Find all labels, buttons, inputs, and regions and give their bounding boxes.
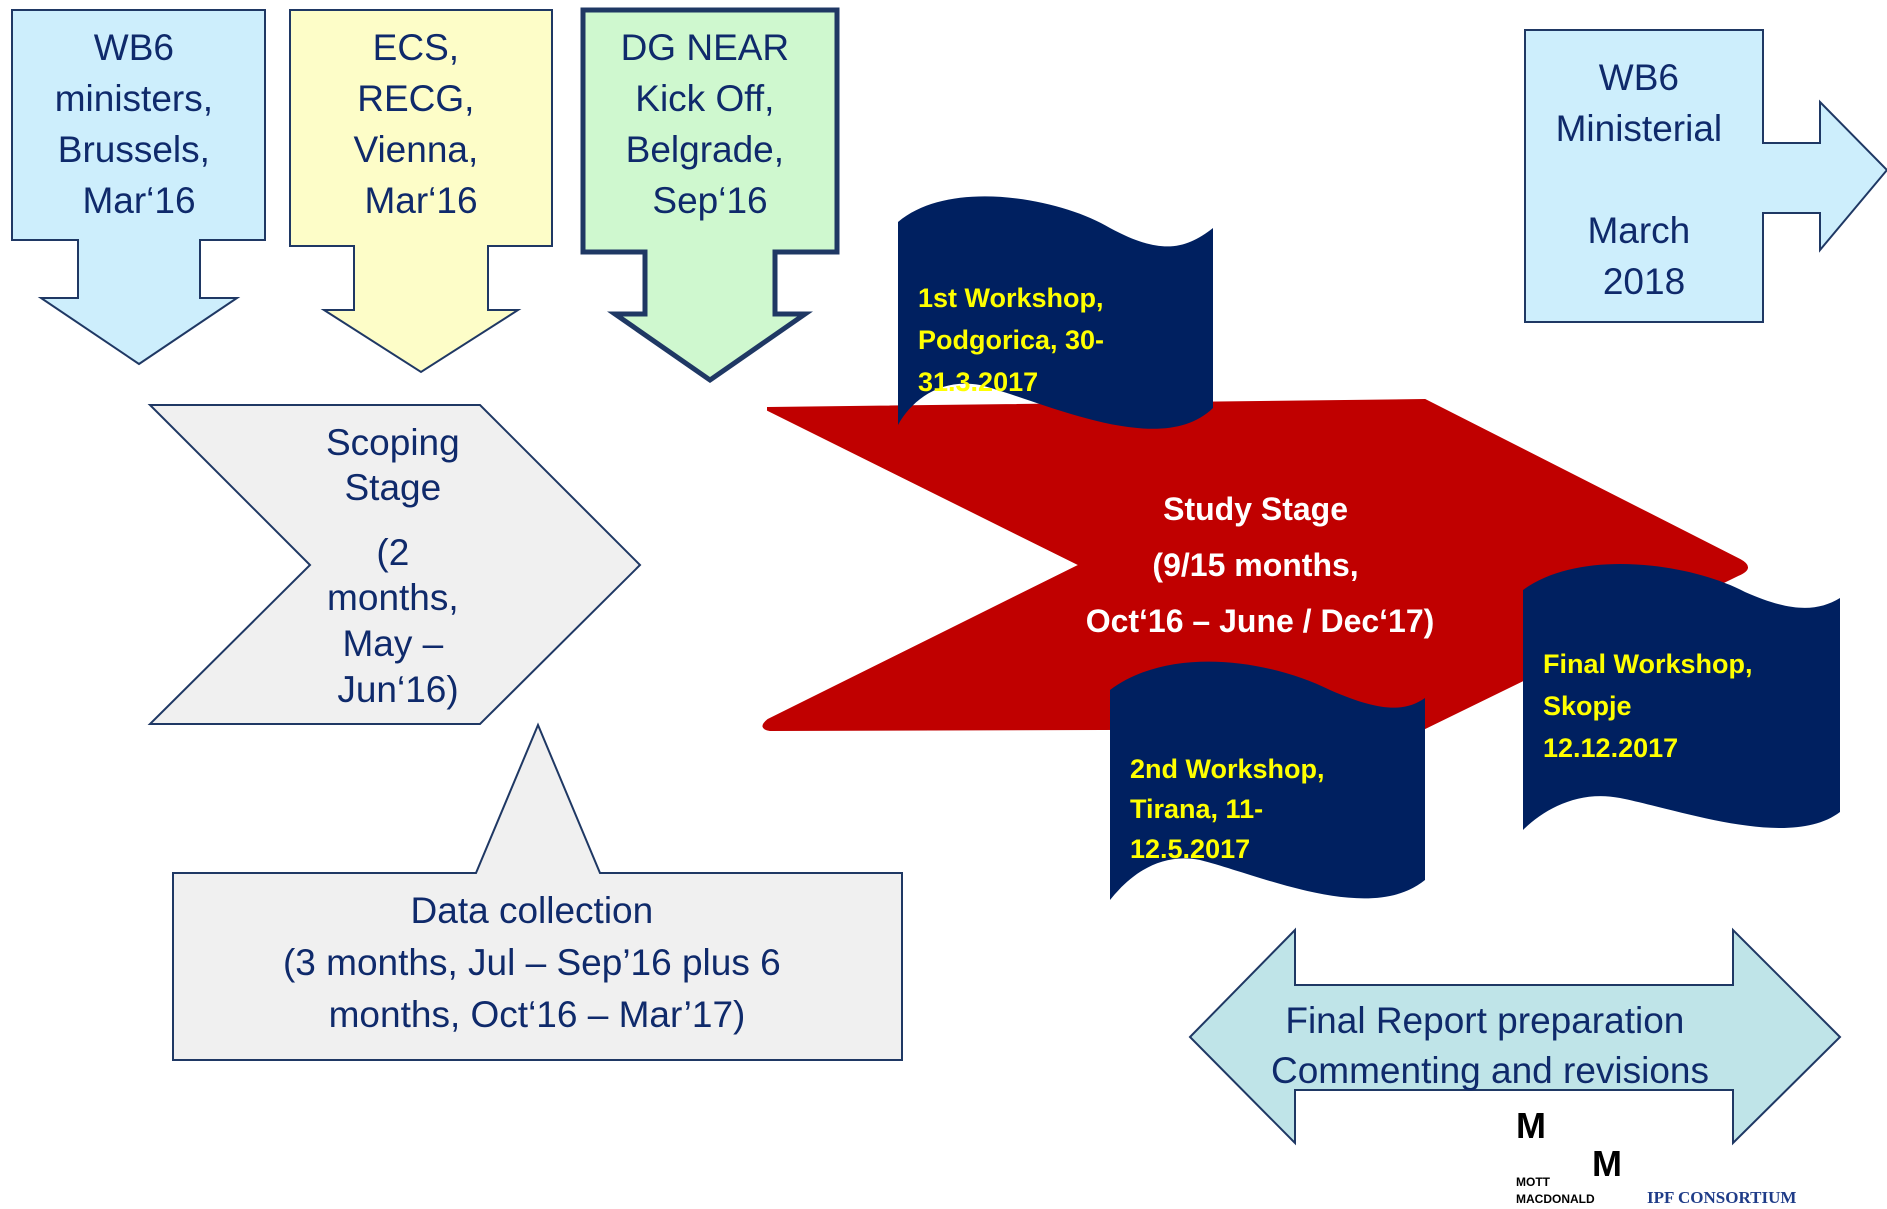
workshop-1-line-3: 31.3.2017	[918, 367, 1038, 397]
input-3-line-3: Belgrade,	[626, 129, 784, 170]
workshop-2-line-3: 12.5.2017	[1130, 834, 1250, 864]
study-line-2: (9/15 months,	[1152, 547, 1358, 583]
study-line-1: Study Stage	[1163, 491, 1348, 527]
workshop-banner-3: Final Workshop, Skopje 12.12.2017	[1523, 564, 1840, 830]
input-1-line-1: WB6	[94, 27, 174, 68]
scoping-stage-chevron: Scoping Stage (2 months, May – Jun‘16)	[147, 404, 642, 725]
workshop-banner-2: 2nd Workshop, Tirana, 11- 12.5.2017	[1110, 661, 1425, 900]
svg-text:2nd Workshop, Tirana, 11: 2nd Workshop, Tirana, 11- 12.5.2017	[1130, 754, 1332, 864]
workshop-banner-1: 1st Workshop, Podgorica, 30- 31.3.2017	[898, 196, 1213, 429]
ipf-consortium-label: IPF CONSORTIUM	[1647, 1188, 1796, 1207]
logo-name-top: MOTT	[1516, 1175, 1551, 1189]
workshop-3-line-1: Final Workshop,	[1543, 649, 1753, 679]
scoping-line-4: months,	[327, 577, 459, 618]
scoping-line-5: May –	[342, 623, 443, 664]
svg-text:DG NEAR Kick Off,: DG NEAR Kick Off, Belgrade, Sep‘16	[621, 27, 800, 221]
input-3-line-1: DG NEAR	[621, 27, 790, 68]
final-report-line-1: Final Report preparation	[1285, 1000, 1684, 1041]
logo-name-bottom: MACDONALD	[1516, 1192, 1595, 1206]
scoping-line-1: Scoping	[326, 422, 460, 463]
svg-text:1st Workshop, Podgorica,: 1st Workshop, Podgorica, 30- 31.3.2017	[918, 283, 1112, 397]
svg-text:Study Stage (9/15 months: Study Stage (9/15 months, Oct‘16 – June …	[1086, 491, 1435, 639]
svg-text:Final Workshop, Skopje: Final Workshop, Skopje 12.12.2017	[1543, 649, 1760, 763]
data-collection-line-2: (3 months, Jul – Sep’16 plus 6	[283, 942, 781, 983]
logo-mark-bottom: M	[1592, 1143, 1622, 1184]
study-line-3: Oct‘16 – June / Dec‘17)	[1086, 603, 1435, 639]
workshop-1-line-1: 1st Workshop,	[918, 283, 1104, 313]
scoping-line-2: Stage	[345, 467, 442, 508]
ministerial-line-5: 2018	[1603, 261, 1685, 302]
input-arrow-dg-near: DG NEAR Kick Off, Belgrade, Sep‘16	[580, 7, 840, 384]
ministerial-line-4: March	[1587, 210, 1690, 251]
ministerial-arrow: WB6 Ministerial March 2018	[1524, 29, 1887, 323]
ministerial-line-1: WB6	[1599, 57, 1679, 98]
workshop-3-line-2: Skopje	[1543, 691, 1632, 721]
input-2-line-3: Vienna,	[353, 129, 478, 170]
input-3-line-4: Sep‘16	[652, 180, 767, 221]
workshop-3-line-3: 12.12.2017	[1543, 733, 1678, 763]
svg-text:WB6 ministers, Bru: WB6 ministers, Brussels, Mar‘16	[55, 27, 224, 221]
final-report-double-arrow: Final Report preparation Commenting and …	[1188, 927, 1842, 1146]
workshop-2-line-1: 2nd Workshop,	[1130, 754, 1325, 784]
workshop-2-line-2: Tirana, 11-	[1130, 794, 1263, 824]
input-3-line-2: Kick Off,	[635, 78, 774, 119]
data-collection-callout: Data collection (3 months, Jul – Sep’16 …	[172, 722, 903, 1061]
scoping-line-3: (2	[376, 532, 409, 573]
data-collection-line-3: months, Oct‘16 – Mar’17)	[329, 994, 746, 1035]
svg-text:Scoping Stage (2: Scoping Stage (2 months, May – Jun‘16)	[326, 422, 470, 710]
svg-text:Final Report preparation: Final Report preparation Commenting and …	[1271, 1000, 1709, 1091]
logo-mark-top: M	[1516, 1105, 1546, 1146]
svg-text:ECS, RECG, Vienna,: ECS, RECG, Vienna, Mar‘16	[353, 27, 488, 221]
input-2-line-4: Mar‘16	[364, 180, 477, 221]
study-stage-shape: Study Stage (9/15 months, Oct‘16 – June …	[762, 398, 1748, 732]
mott-macdonald-logo: M M MOTT MACDONALD	[1516, 1105, 1622, 1206]
input-2-line-1: ECS,	[373, 27, 459, 68]
input-2-line-2: RECG,	[357, 78, 474, 119]
input-1-line-4: Mar‘16	[82, 180, 195, 221]
input-1-line-3: Brussels,	[58, 129, 210, 170]
input-1-line-2: ministers,	[55, 78, 213, 119]
svg-text:Data collection (3 month: Data collection (3 months, Jul – Sep’16 …	[283, 890, 791, 1035]
input-arrow-wb6-ministers: WB6 ministers, Brussels, Mar‘16	[11, 9, 266, 366]
workshop-1-line-2: Podgorica, 30-	[918, 325, 1104, 355]
scoping-line-6: Jun‘16)	[337, 669, 458, 710]
svg-text:WB6 Ministerial: WB6 Ministerial March 2018	[1556, 57, 1733, 302]
final-report-line-2: Commenting and revisions	[1271, 1050, 1709, 1091]
ministerial-line-2: Ministerial	[1556, 108, 1723, 149]
input-arrow-ecs-recg: ECS, RECG, Vienna, Mar‘16	[289, 9, 553, 374]
data-collection-line-1: Data collection	[411, 890, 654, 931]
